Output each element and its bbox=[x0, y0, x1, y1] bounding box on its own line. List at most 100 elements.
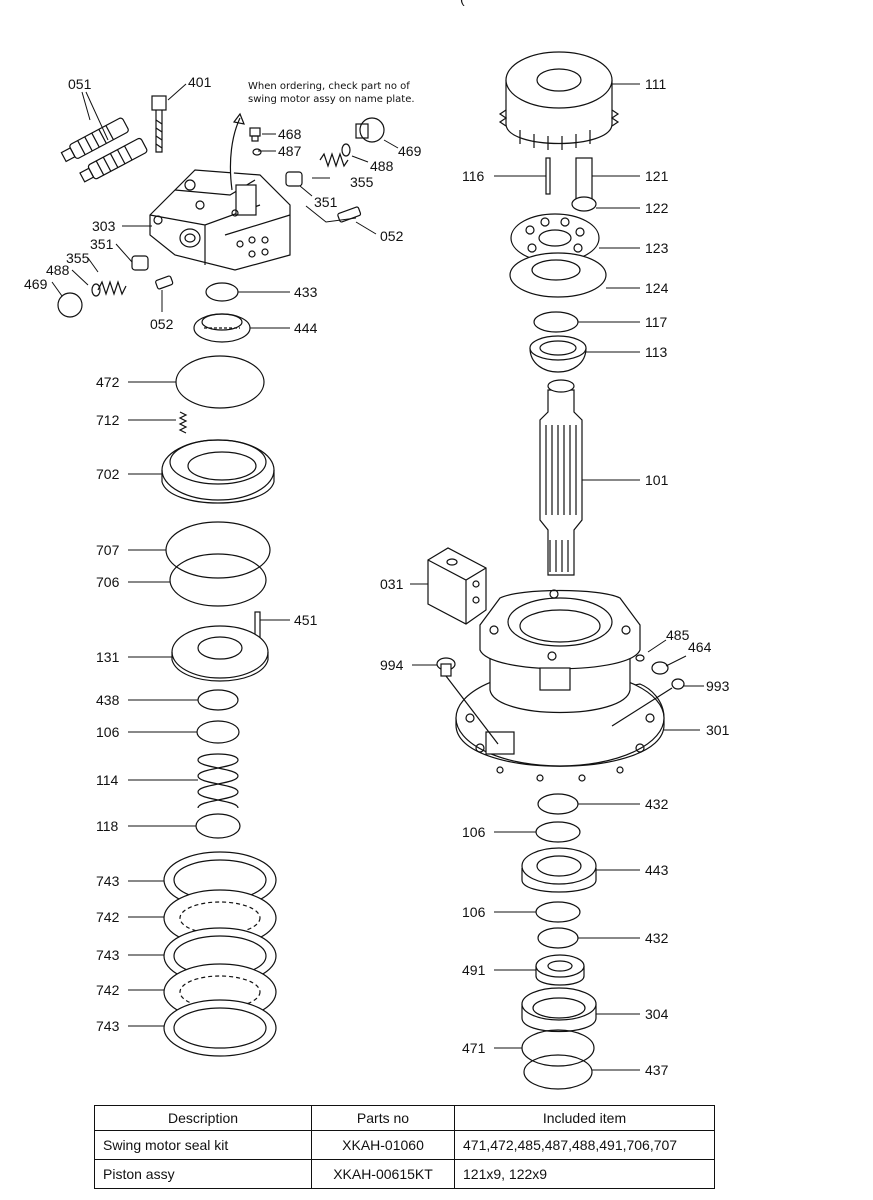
callout-742-2: 742 bbox=[96, 982, 120, 998]
spring-712 bbox=[178, 411, 188, 434]
callout-355-lower: 355 bbox=[66, 250, 90, 266]
plug-994 bbox=[436, 657, 499, 745]
socket-bolt-401 bbox=[151, 95, 167, 153]
row-parts-no: XKAH-00615KT bbox=[311, 1159, 455, 1189]
swash-plate-124 bbox=[509, 252, 607, 298]
callout-303: 303 bbox=[92, 218, 116, 234]
page-top-fragment: ( bbox=[460, 0, 465, 6]
casing-301 bbox=[455, 589, 665, 782]
ring-117 bbox=[533, 311, 579, 333]
snap-ring-432-upper bbox=[537, 793, 579, 815]
callout-124: 124 bbox=[645, 280, 669, 296]
note-arrow bbox=[229, 112, 245, 191]
piston-121 bbox=[571, 157, 597, 212]
callout-491: 491 bbox=[462, 962, 486, 978]
callout-433: 433 bbox=[294, 284, 318, 300]
callout-487: 487 bbox=[278, 143, 302, 159]
valve-031 bbox=[427, 547, 487, 625]
callout-106-right-lower: 106 bbox=[462, 904, 486, 920]
callout-437: 437 bbox=[645, 1062, 669, 1078]
callout-113: 113 bbox=[645, 344, 668, 360]
spring-114 bbox=[197, 753, 239, 809]
callout-451: 451 bbox=[294, 612, 318, 628]
column-header-included-item: Included item bbox=[454, 1105, 715, 1131]
table-row: Piston assy XKAH-00615KT 121x9, 122x9 bbox=[94, 1159, 715, 1189]
ring-106-left bbox=[196, 720, 240, 744]
callout-743-3: 743 bbox=[96, 1018, 120, 1034]
callout-468: 468 bbox=[278, 126, 302, 142]
column-header-parts-no: Parts no bbox=[311, 1105, 455, 1131]
callout-464: 464 bbox=[688, 639, 712, 655]
callout-472: 472 bbox=[96, 374, 120, 390]
plug-464 bbox=[635, 654, 669, 675]
callout-432-upper: 432 bbox=[645, 796, 669, 812]
callout-116: 116 bbox=[462, 168, 485, 184]
row-included-item: 121x9, 122x9 bbox=[454, 1159, 715, 1189]
upper-check-valve-parts bbox=[285, 117, 385, 187]
snap-ring-437 bbox=[523, 1054, 593, 1090]
lower-check-valve-parts bbox=[57, 255, 174, 318]
ordering-note-line-2: swing motor assy on name plate. bbox=[248, 94, 415, 105]
ordering-note-line-1: When ordering, check part no of bbox=[248, 81, 410, 92]
ring-106-right-upper bbox=[535, 821, 581, 843]
callout-111: 111 bbox=[645, 76, 667, 92]
table-row: Swing motor seal kit XKAH-01060 471,472,… bbox=[94, 1130, 715, 1160]
o-ring-707 bbox=[165, 521, 271, 579]
callout-401: 401 bbox=[188, 74, 212, 90]
callout-304: 304 bbox=[645, 1006, 669, 1022]
callout-488-lower: 488 bbox=[46, 262, 70, 278]
callout-351-upper: 351 bbox=[314, 194, 338, 210]
collar-491 bbox=[535, 954, 585, 986]
callout-123: 123 bbox=[645, 240, 669, 256]
callout-712: 712 bbox=[96, 412, 120, 428]
snap-ring-433 bbox=[205, 282, 239, 302]
callout-469-lower: 469 bbox=[24, 276, 48, 292]
callout-706: 706 bbox=[96, 574, 120, 590]
snap-ring-438 bbox=[197, 689, 239, 711]
leader-lines bbox=[51, 83, 704, 1071]
relief-valve-block bbox=[149, 169, 291, 271]
callout-051: 051 bbox=[68, 76, 92, 92]
callout-117: 117 bbox=[645, 314, 668, 330]
drive-shaft-101 bbox=[539, 379, 583, 576]
callout-351-lower: 351 bbox=[90, 236, 114, 252]
callout-743-2: 743 bbox=[96, 947, 120, 963]
callout-702: 702 bbox=[96, 466, 120, 482]
callout-118: 118 bbox=[96, 818, 119, 834]
callout-488-upper: 488 bbox=[370, 158, 394, 174]
callout-443: 443 bbox=[645, 862, 669, 878]
retainer-plate-123 bbox=[510, 213, 600, 263]
bearing-444 bbox=[193, 313, 251, 343]
callout-994: 994 bbox=[380, 657, 404, 673]
callout-707: 707 bbox=[96, 542, 120, 558]
callout-052-upper: 052 bbox=[380, 228, 404, 244]
bearing-113 bbox=[529, 335, 587, 373]
o-ring-472 bbox=[175, 355, 265, 409]
callout-743-1: 743 bbox=[96, 873, 120, 889]
o-ring-706 bbox=[169, 553, 267, 607]
callout-052-lower: 052 bbox=[150, 316, 174, 332]
pin-116 bbox=[545, 157, 551, 195]
cover-304 bbox=[521, 987, 597, 1032]
ordering-note: When ordering, check part no of swing mo… bbox=[248, 80, 415, 106]
callout-438: 438 bbox=[96, 692, 120, 708]
bearing-443 bbox=[521, 847, 597, 893]
plug-993 bbox=[611, 678, 685, 727]
cylinder-block-111 bbox=[498, 51, 620, 150]
parts-table: Description Parts no Included item Swing… bbox=[94, 1105, 715, 1189]
table-header-row: Description Parts no Included item bbox=[94, 1105, 715, 1131]
callout-993: 993 bbox=[706, 678, 730, 694]
callout-742-1: 742 bbox=[96, 909, 120, 925]
ring-118 bbox=[195, 813, 241, 839]
row-parts-no: XKAH-01060 bbox=[311, 1130, 455, 1160]
callout-106-right-upper: 106 bbox=[462, 824, 486, 840]
valve-plate-131 bbox=[171, 625, 269, 682]
callout-101: 101 bbox=[645, 472, 669, 488]
callout-301: 301 bbox=[706, 722, 730, 738]
row-description: Piston assy bbox=[94, 1159, 312, 1189]
callout-121: 121 bbox=[645, 168, 669, 184]
callout-444: 444 bbox=[294, 320, 318, 336]
callout-355-upper: 355 bbox=[350, 174, 374, 190]
callout-031: 031 bbox=[380, 576, 404, 592]
